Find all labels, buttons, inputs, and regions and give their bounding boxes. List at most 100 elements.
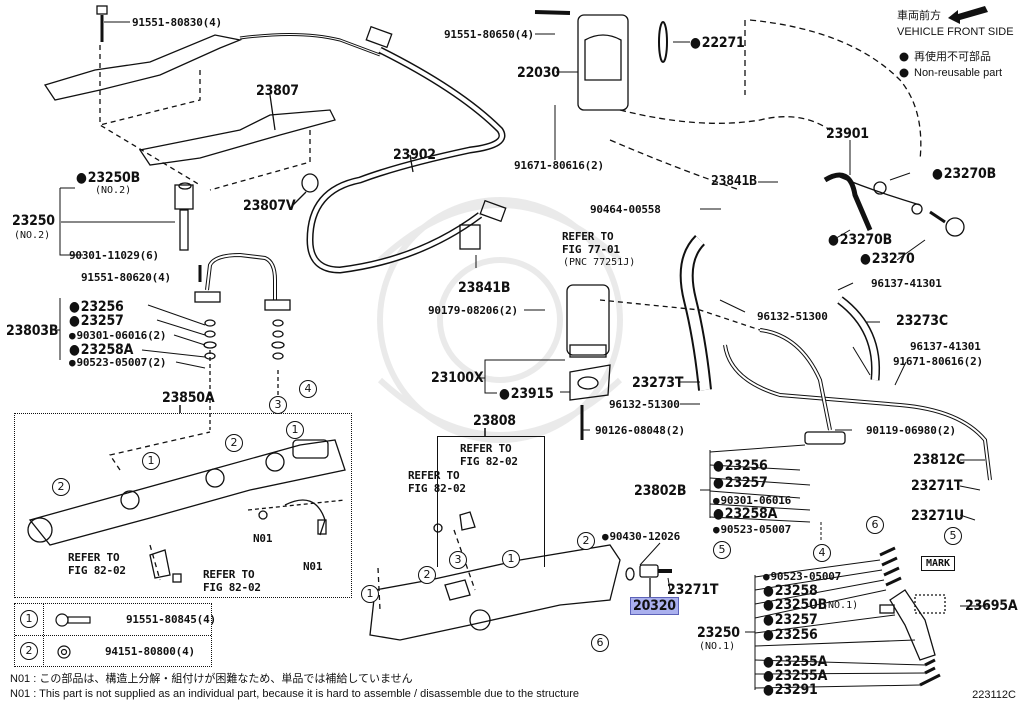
part-label[interactable]: 96137-41301 bbox=[910, 340, 981, 353]
refer-to-label[interactable]: REFER TO bbox=[562, 230, 614, 243]
part-label[interactable]: 90523-05007(2) bbox=[69, 356, 166, 369]
part-label[interactable]: 90464-00558 bbox=[590, 203, 661, 216]
callout-1: 1 bbox=[361, 585, 379, 603]
part-sublabel: (NO.1) bbox=[699, 641, 736, 652]
part-label[interactable]: 23273T bbox=[632, 375, 684, 391]
part-label[interactable]: 90430-12026 bbox=[602, 530, 680, 543]
part-label[interactable]: 90301-06016(2) bbox=[69, 329, 166, 342]
refer-to-label[interactable]: FIG 82-02 bbox=[408, 482, 466, 495]
part-label[interactable]: 90301-06016 bbox=[713, 494, 791, 507]
part-label[interactable]: 23256 bbox=[69, 299, 124, 315]
part-label[interactable]: 23850A bbox=[162, 390, 215, 406]
refer-to-label[interactable]: REFER TO bbox=[408, 469, 460, 482]
part-label[interactable]: 90301-11029(6) bbox=[69, 249, 159, 262]
note-n01-jp: N01 : この部品は、構造上分解・組付けが困難なため、単品では補給していません bbox=[10, 673, 413, 685]
pipe-23812c bbox=[723, 328, 992, 481]
part-label[interactable]: 23812C bbox=[913, 452, 965, 468]
refer-to-label[interactable]: FIG 82-02 bbox=[203, 581, 261, 594]
part-label[interactable]: 22271 bbox=[690, 35, 745, 51]
part-label[interactable]: 22030 bbox=[517, 65, 560, 81]
part-label[interactable]: 91551-80830(4) bbox=[132, 16, 222, 29]
part-label[interactable]: 90523-05007 bbox=[713, 523, 791, 536]
nut-icon bbox=[57, 645, 71, 659]
part-label[interactable]: 23802B bbox=[634, 483, 687, 499]
refer-to-label[interactable]: FIG 82-02 bbox=[68, 564, 126, 577]
hose-23273c bbox=[837, 296, 881, 381]
part-label[interactable]: 90126-08048(2) bbox=[595, 424, 685, 437]
bracket-23808-box bbox=[437, 436, 545, 567]
part-label[interactable]: 90179-08206(2) bbox=[428, 304, 518, 317]
part-label[interactable]: 23250B bbox=[763, 597, 827, 613]
part-label[interactable]: 23258A bbox=[713, 506, 778, 522]
part-label[interactable]: 91551-80650(4) bbox=[444, 28, 534, 41]
part-label[interactable]: 91671-80616(2) bbox=[514, 159, 604, 172]
n01-label: N01 bbox=[253, 532, 273, 545]
callout-1: 1 bbox=[502, 550, 520, 568]
part-sublabel: (NO.2) bbox=[14, 230, 51, 241]
part-label[interactable]: 23901 bbox=[826, 126, 869, 142]
refer-to-label[interactable]: REFER TO bbox=[203, 568, 255, 581]
refer-to-label[interactable]: FIG 77-01 bbox=[562, 243, 620, 256]
fastener-row: 2 94151-80800(4) bbox=[15, 635, 211, 667]
fuel-pipe-23803b bbox=[194, 252, 291, 430]
part-label[interactable]: 96137-41301 bbox=[871, 277, 942, 290]
part-label-highlighted[interactable]: 20320 bbox=[630, 597, 679, 615]
part-label[interactable]: 23255A bbox=[763, 668, 828, 684]
refer-to-label[interactable]: REFER TO bbox=[460, 442, 512, 455]
fuel-rail-23850a bbox=[27, 431, 346, 583]
mark-label: MARK bbox=[921, 556, 956, 571]
part-label[interactable]: 23257 bbox=[713, 475, 768, 491]
part-label[interactable]: 23271T bbox=[911, 478, 963, 494]
part-label[interactable]: 23257 bbox=[69, 313, 124, 329]
part-label[interactable]: 23256 bbox=[763, 627, 818, 643]
part-label[interactable]: 23258 bbox=[763, 583, 818, 599]
callout-2: 2 bbox=[577, 532, 595, 550]
part-label[interactable]: 23270B bbox=[932, 166, 996, 182]
part-label[interactable]: 90523-05007 bbox=[763, 570, 841, 583]
throttle-body bbox=[534, 10, 668, 111]
part-label[interactable]: 90119-06980(2) bbox=[866, 424, 956, 437]
part-label[interactable]: 91671-80616(2) bbox=[893, 355, 983, 368]
part-label[interactable]: 23250 bbox=[697, 625, 740, 641]
refer-to-label[interactable]: FIG 82-02 bbox=[460, 455, 518, 468]
part-label[interactable]: 23271T bbox=[667, 582, 719, 598]
part-label[interactable]: 23250B bbox=[76, 170, 140, 186]
part-label[interactable]: 23100X bbox=[431, 370, 484, 386]
part-label[interactable]: 23915 bbox=[499, 386, 554, 402]
callout-5: 5 bbox=[713, 541, 731, 559]
callout-2: 2 bbox=[418, 566, 436, 584]
part-label[interactable]: 23841B bbox=[458, 280, 511, 296]
vehicle-front-side-en: VEHICLE FRONT SIDE bbox=[897, 26, 1014, 38]
part-label[interactable]: 23256 bbox=[713, 458, 768, 474]
part-label[interactable]: 23807 bbox=[256, 83, 299, 99]
part-label[interactable]: 91551-80620(4) bbox=[81, 271, 171, 284]
part-label[interactable]: 23902 bbox=[393, 147, 436, 163]
part-label[interactable]: 23257 bbox=[763, 612, 818, 628]
part-label[interactable]: 23273C bbox=[896, 313, 948, 329]
part-label[interactable]: 23271U bbox=[911, 508, 964, 524]
fastener-table: 1 91551-80845(4) 2 94151-80800(4) bbox=[14, 603, 216, 667]
fastener-index: 1 bbox=[20, 610, 38, 628]
part-label[interactable]: 96132-51300 bbox=[609, 398, 680, 411]
part-label[interactable]: 23270 bbox=[860, 251, 915, 267]
left-arrow-icon bbox=[948, 6, 988, 24]
part-label[interactable]: 23270B bbox=[828, 232, 892, 248]
part-label[interactable]: 23291 bbox=[763, 682, 818, 698]
part-label[interactable]: 96132-51300 bbox=[757, 310, 828, 323]
fastener-part[interactable]: 94151-80800(4) bbox=[105, 645, 195, 658]
part-label[interactable]: 23695A bbox=[965, 598, 1018, 614]
part-label[interactable]: 23841B bbox=[711, 174, 757, 189]
part-label[interactable]: 23250 bbox=[12, 213, 55, 229]
part-label[interactable]: 23255A bbox=[763, 654, 828, 670]
callout-1: 1 bbox=[286, 421, 304, 439]
part-label[interactable]: 23808 bbox=[473, 413, 516, 429]
refer-to-label[interactable]: REFER TO bbox=[68, 551, 120, 564]
non-reusable-marker-icon bbox=[899, 52, 909, 62]
part-label[interactable]: 23258A bbox=[69, 342, 134, 358]
note-n01-en: N01 : This part is not supplied as an in… bbox=[10, 688, 580, 700]
part-label[interactable]: 23803B bbox=[6, 323, 59, 339]
vehicle-front-side-jp: 車両前方 bbox=[897, 10, 941, 22]
fastener-part[interactable]: 91551-80845(4) bbox=[126, 613, 216, 626]
part-label[interactable]: 23807V bbox=[243, 198, 296, 214]
callout-4: 4 bbox=[299, 380, 317, 398]
